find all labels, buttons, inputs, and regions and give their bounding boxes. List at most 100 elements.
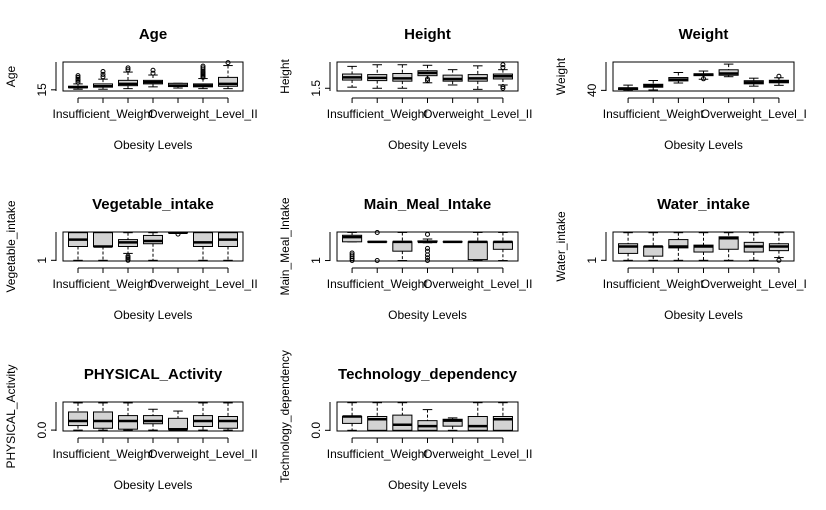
box-4 (442, 69, 463, 86)
box-3 (693, 70, 714, 82)
iqr-box (168, 417, 188, 430)
outlier-point (75, 79, 81, 85)
x-axis-label: Obesity Levels (388, 138, 467, 152)
y-axis-label: Weight (554, 57, 568, 95)
box-5 (193, 63, 213, 90)
box-1 (367, 402, 388, 431)
x-tick-label: Overweight_Level_I (701, 107, 807, 121)
outlier-point (701, 76, 706, 82)
outlier-point (75, 74, 81, 80)
plot-frame (336, 231, 519, 262)
panel-title: Age (139, 26, 167, 43)
box-3 (693, 232, 714, 261)
iqr-box (693, 244, 714, 253)
outlier-point (349, 252, 355, 258)
iqr-box (467, 416, 488, 431)
iqr-box (143, 415, 163, 425)
outlier-point (200, 63, 206, 69)
box-3 (143, 408, 163, 431)
iqr-box (467, 241, 488, 261)
outlier-point (500, 85, 506, 91)
outlier-point (425, 78, 430, 84)
box-0 (618, 84, 639, 92)
outlier-point (150, 70, 156, 76)
outlier-point (425, 248, 430, 254)
box-0 (618, 232, 639, 261)
y-tick-label: 1 (309, 257, 323, 264)
box-1 (367, 229, 388, 264)
x-tick-label: Insufficient_Weight (53, 107, 155, 121)
plot-frame (612, 61, 795, 92)
x-axis-label: Obesity Levels (114, 478, 193, 492)
iqr-box (643, 246, 664, 257)
iqr-box (618, 243, 639, 254)
box-2 (392, 231, 413, 262)
box-4 (168, 410, 188, 431)
box-6 (492, 231, 513, 262)
box-0 (68, 73, 88, 90)
outlier-point (500, 62, 506, 68)
box-3 (417, 409, 438, 431)
iqr-box (118, 415, 138, 430)
y-tick-label: 1.5 (309, 80, 323, 97)
outlier-point (200, 65, 206, 71)
box-3 (417, 231, 438, 264)
box-2 (118, 65, 138, 90)
x-tick-label: Overweight_Level_II (423, 277, 532, 291)
plot-frame (62, 401, 244, 432)
plot-frame (336, 61, 519, 92)
box-1 (367, 64, 388, 89)
x-axis-label: Obesity Levels (388, 308, 467, 322)
outlier-point (425, 76, 430, 82)
box-0 (68, 402, 88, 431)
outlier-point (125, 67, 131, 73)
x-tick-label: Overweight_Level_II (148, 277, 257, 291)
box-2 (392, 64, 413, 89)
box-4 (168, 82, 188, 89)
y-tick-label: 1 (585, 257, 599, 264)
x-axis-label: Obesity Levels (114, 138, 193, 152)
x-tick-label: Insufficient_Weight (603, 107, 705, 121)
box-4 (168, 231, 188, 237)
outlier-point (500, 84, 506, 90)
box-5 (467, 231, 488, 262)
iqr-box (718, 236, 739, 250)
outlier-point (150, 67, 156, 73)
iqr-box (668, 239, 689, 249)
x-tick-label: Insufficient_Weight (53, 447, 155, 461)
plot-frame (336, 401, 519, 432)
outlier-point (425, 255, 430, 261)
box-1 (643, 232, 664, 261)
x-tick-label: Overweight_Level_II (148, 107, 257, 121)
box-6 (218, 402, 238, 431)
box-2 (668, 232, 689, 261)
plot-frame (62, 231, 244, 262)
box-4 (718, 232, 739, 261)
x-tick-label: Overweight_Level_I (701, 277, 807, 291)
outlier-point (100, 74, 106, 80)
box-5 (467, 402, 488, 431)
box-1 (93, 402, 113, 431)
box-3 (417, 64, 438, 84)
box-3 (143, 67, 163, 88)
box-6 (218, 60, 238, 90)
box-4 (718, 63, 739, 78)
plot-frame (62, 61, 244, 92)
box-2 (392, 402, 413, 431)
y-tick-label: 0.0 (35, 421, 49, 438)
y-tick-label: 40 (585, 83, 599, 97)
x-tick-label: Insufficient_Weight (327, 447, 429, 461)
y-tick-label: 15 (35, 83, 49, 97)
iqr-box (193, 232, 213, 247)
iqr-box (392, 241, 413, 252)
plot-frame (612, 231, 795, 262)
box-3 (143, 232, 163, 261)
box-0 (342, 65, 363, 88)
panel-title: Water_intake (657, 196, 750, 213)
